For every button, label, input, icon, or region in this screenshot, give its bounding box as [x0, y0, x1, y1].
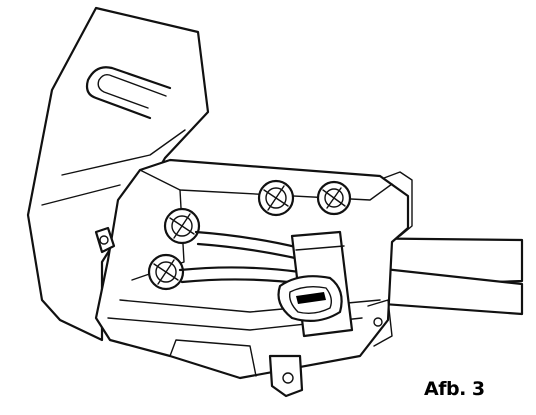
- base-housing: [94, 158, 410, 398]
- terminal-screw-top-left: [163, 207, 201, 245]
- cable-clamp: [277, 230, 354, 338]
- housing-right-end: [367, 171, 413, 347]
- terminal-screw-bottom-left: [147, 253, 185, 291]
- figure-caption: Afb. 3: [424, 378, 485, 400]
- terminal-screw-top-center: [257, 179, 295, 217]
- terminal-screws: [147, 179, 352, 291]
- terminal-screw-top-right: [316, 180, 352, 216]
